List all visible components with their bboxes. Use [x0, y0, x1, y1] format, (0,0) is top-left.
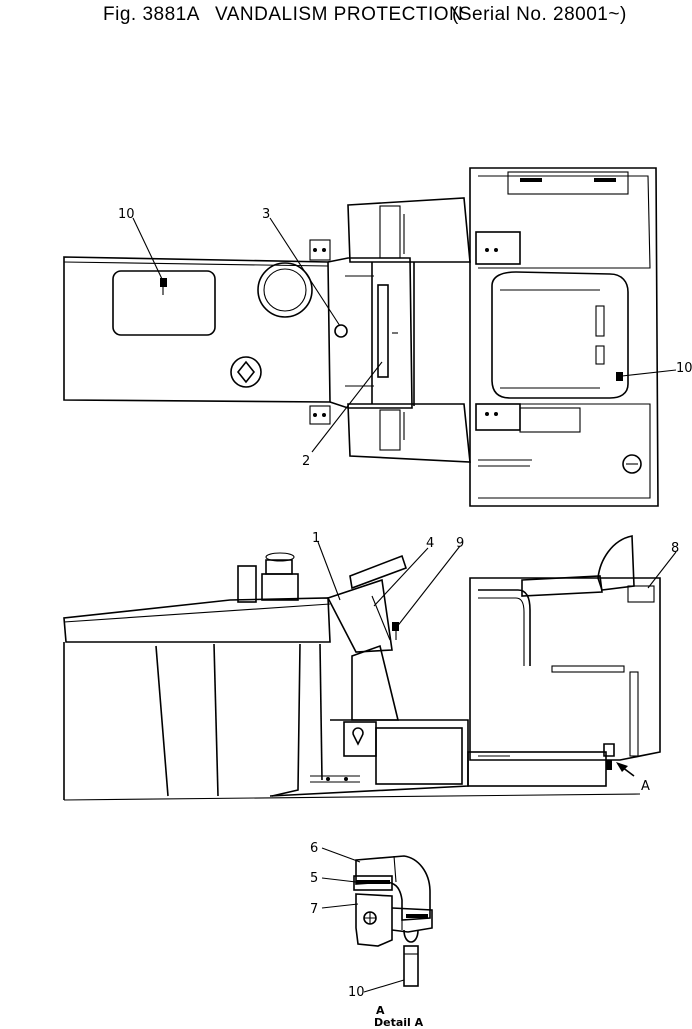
callout-8: 8 [671, 541, 679, 556]
figure-number: Fig. 3881A [103, 4, 200, 25]
top-view [63, 167, 659, 507]
serial-range: (Serial No. 28001~) [452, 4, 627, 25]
callout-1: 1 [312, 531, 320, 546]
callout-5: 5 [310, 871, 318, 886]
callout-6: 6 [310, 841, 318, 856]
callout-10-top: 10 [118, 207, 135, 222]
callout-7: 7 [310, 902, 318, 917]
top-view-leaders [132, 217, 677, 453]
detail-a [353, 855, 433, 987]
callout-4: 4 [426, 536, 434, 551]
figure-header: Fig. 3881A VANDALISM PROTECTION (Serial … [0, 0, 692, 36]
callout-2: 2 [302, 454, 310, 469]
detail-label-text: Detail A [374, 1016, 424, 1029]
callout-9: 9 [456, 536, 464, 551]
side-view-leaders [317, 541, 677, 629]
detail-leaders [321, 847, 405, 993]
callout-10-detail: 10 [348, 985, 365, 1000]
side-view [63, 535, 661, 801]
callout-3: 3 [262, 207, 270, 222]
callout-arrow-a: A [641, 779, 650, 794]
callout-10-right: 10 [676, 361, 692, 376]
detail-label-letter: A [376, 1004, 385, 1017]
figure-title: VANDALISM PROTECTION [215, 4, 464, 25]
